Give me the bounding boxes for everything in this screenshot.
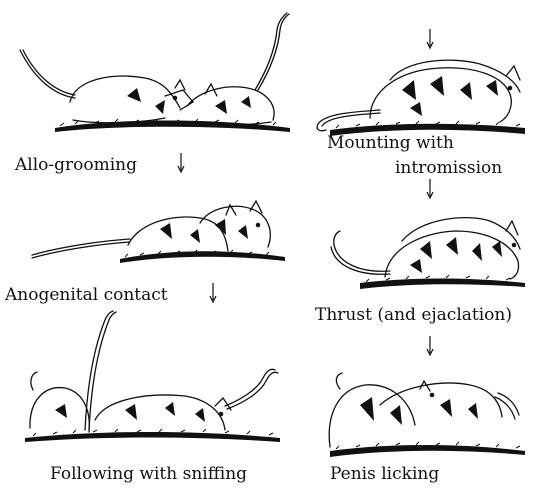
allo-grooming-illustration	[15, 10, 305, 140]
thrust-illustration	[330, 205, 530, 295]
arrow-down-icon	[208, 282, 218, 304]
following-with-sniffing-illustration	[25, 310, 295, 455]
label-mounting-line1: Mounting with	[327, 133, 454, 153]
arrow-down-icon	[425, 178, 435, 200]
label-mounting-line2: intromission	[395, 158, 502, 178]
label-thrust: Thrust (and ejaclation)	[315, 305, 512, 325]
arrow-down-icon	[176, 152, 186, 174]
label-allo-grooming: Allo-grooming	[15, 155, 137, 175]
arrow-down-icon	[425, 28, 435, 50]
mounting-illustration	[310, 50, 535, 138]
label-penis-licking: Penis licking	[330, 464, 439, 484]
penis-licking-illustration	[320, 365, 530, 460]
arrow-down-icon	[425, 335, 435, 357]
label-following-with-sniffing: Following with sniffing	[50, 464, 247, 484]
label-anogenital-contact: Anogenital contact	[5, 285, 168, 305]
anogenital-contact-illustration	[30, 195, 300, 270]
